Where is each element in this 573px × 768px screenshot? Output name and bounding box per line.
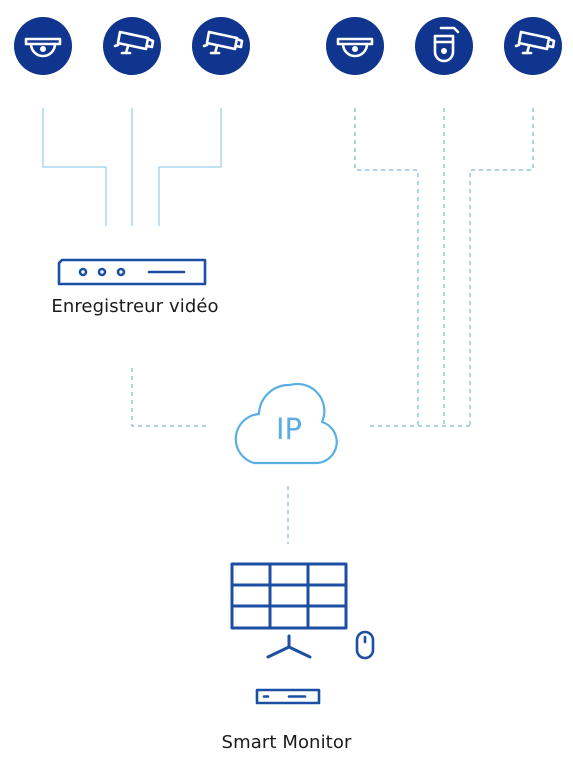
mouse-icon bbox=[355, 630, 375, 660]
cloud-ip-label: IP bbox=[275, 412, 303, 446]
monitor-label: Smart Monitor bbox=[221, 732, 352, 753]
video-wall-icon bbox=[230, 562, 348, 659]
recorder-label: Enregistreur vidéo bbox=[51, 296, 219, 317]
ptz-camera-icon bbox=[415, 17, 473, 75]
bullet-camera-icon bbox=[192, 17, 250, 75]
recorder-to-cloud-line bbox=[131, 368, 206, 427]
left-connections bbox=[42, 108, 222, 226]
video-recorder-icon bbox=[57, 258, 207, 286]
dome-camera-icon bbox=[326, 17, 384, 75]
connection-line bbox=[158, 108, 222, 226]
connection-line bbox=[469, 108, 534, 426]
cloud-icon bbox=[234, 382, 338, 465]
recorder-device-icon bbox=[255, 688, 321, 705]
connection-line bbox=[42, 108, 107, 226]
bullet-camera-icon bbox=[504, 17, 562, 75]
connection-line bbox=[354, 108, 419, 426]
right-connections bbox=[354, 108, 534, 427]
dome-camera-icon bbox=[14, 17, 72, 75]
bullet-camera-icon bbox=[103, 17, 161, 75]
